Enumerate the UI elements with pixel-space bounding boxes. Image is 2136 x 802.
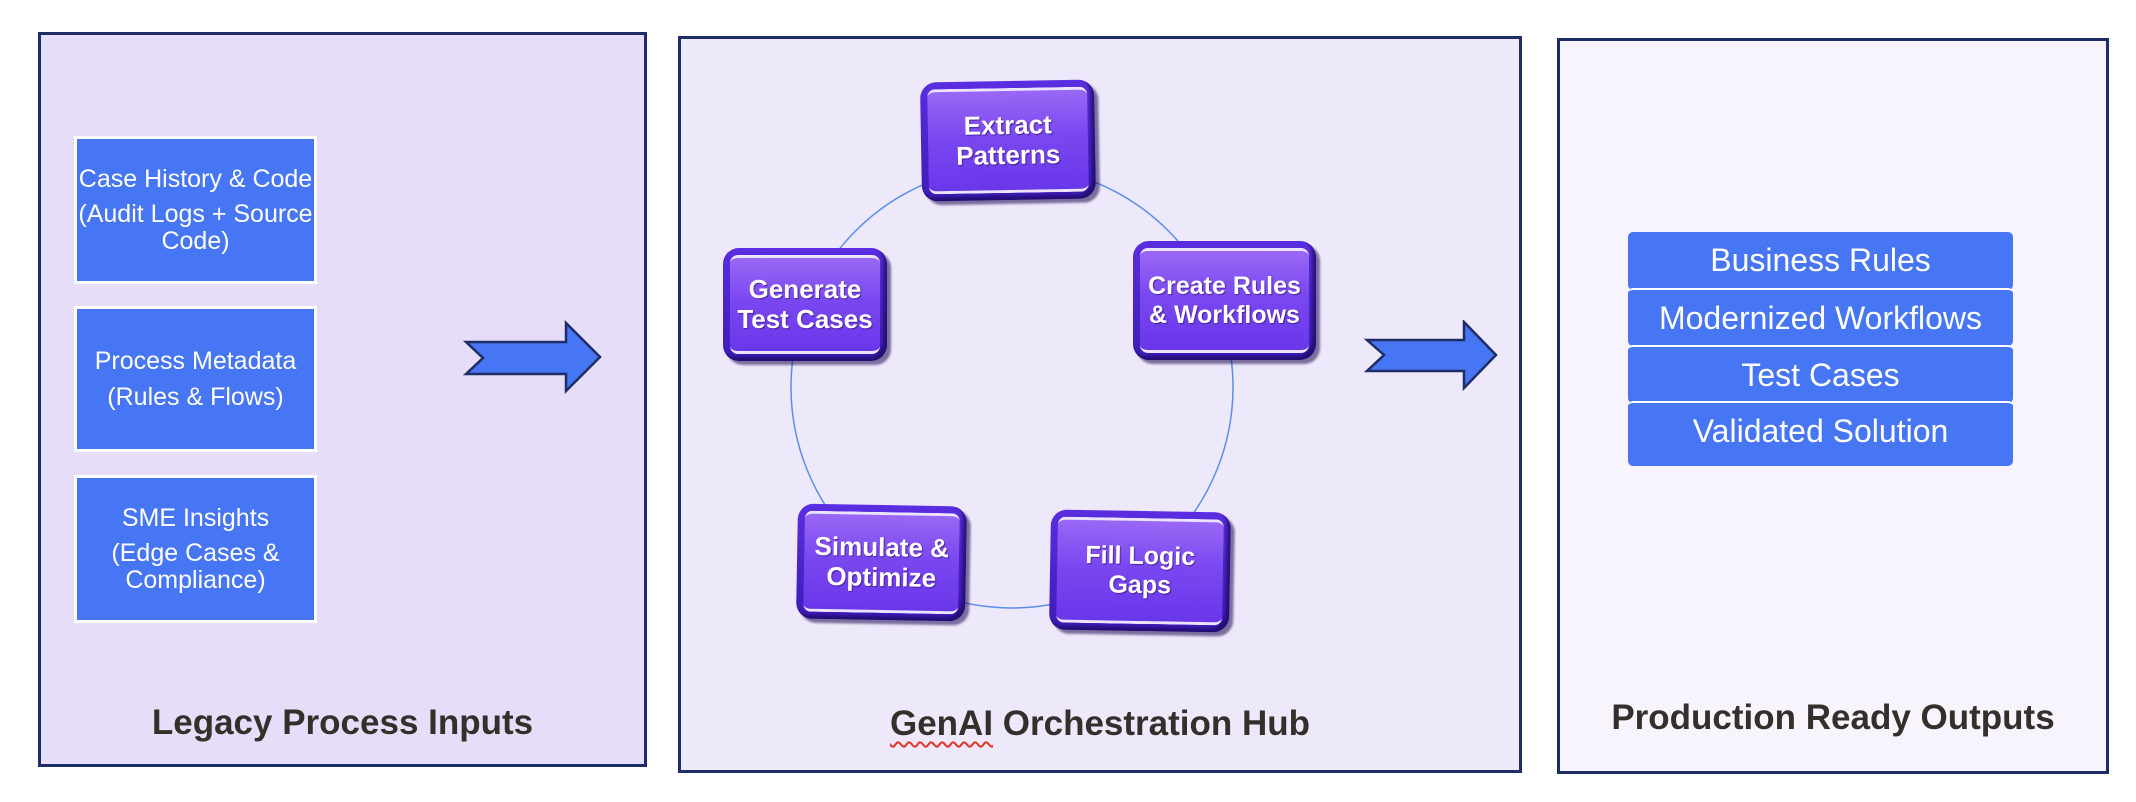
step-label: Create Rules & Workflows [1140,248,1309,353]
input-sme-insights: SME Insights (Edge Cases & Compliance) [74,475,317,623]
step-simulate-optimize: Simulate & Optimize [796,503,967,622]
step-generate-test-cases: Generate Test Cases [723,248,887,361]
input-subtitle: (Audit Logs + Source Code) [78,200,313,255]
output-test-cases: Test Cases [1628,345,2013,403]
step-label: Generate Test Cases [730,255,880,354]
step-label: Simulate & Optimize [803,510,960,615]
step-label: Extract Patterns [927,86,1089,195]
input-title: Case History & Code [78,165,313,194]
arrow-shape [1363,320,1498,392]
step-fill-logic-gaps: Fill Logic Gaps [1048,509,1232,633]
panel-title-hub: GenAI Orchestration Hub [681,704,1519,744]
input-title: Process Metadata [94,347,297,376]
input-title: SME Insights [121,504,270,533]
right-arrow-icon [1363,320,1498,392]
step-create-rules-workflows: Create Rules & Workflows [1133,241,1316,360]
output-validated-solution: Validated Solution [1628,401,2013,466]
panel-title-inputs: Legacy Process Inputs [151,703,534,742]
cycle-ring [790,165,1234,609]
arrow-shape [462,320,602,395]
step-extract-patterns: Extract Patterns [919,79,1097,202]
genai-hub-panel: Extract Patterns Create Rules & Workflow… [678,36,1522,773]
step-label: Fill Logic Gaps [1056,516,1224,626]
right-arrow-icon [462,320,602,395]
output-modernized-workflows: Modernized Workflows [1628,288,2013,346]
production-outputs-panel: Business Rules Modernized Workflows Test… [1557,38,2109,774]
input-subtitle: (Edge Cases & Compliance) [111,539,280,594]
input-process-metadata: Process Metadata (Rules & Flows) [74,306,317,452]
input-case-history: Case History & Code (Audit Logs + Source… [74,136,317,284]
panel-title-rest: Orchestration Hub [993,704,1311,743]
legacy-inputs-panel: Case History & Code (Audit Logs + Source… [38,32,647,767]
output-business-rules: Business Rules [1628,232,2013,290]
panel-title-outputs: Production Ready Outputs [1611,698,2055,737]
input-subtitle: (Rules & Flows) [107,382,284,411]
spellcheck-word: GenAI [889,704,994,743]
